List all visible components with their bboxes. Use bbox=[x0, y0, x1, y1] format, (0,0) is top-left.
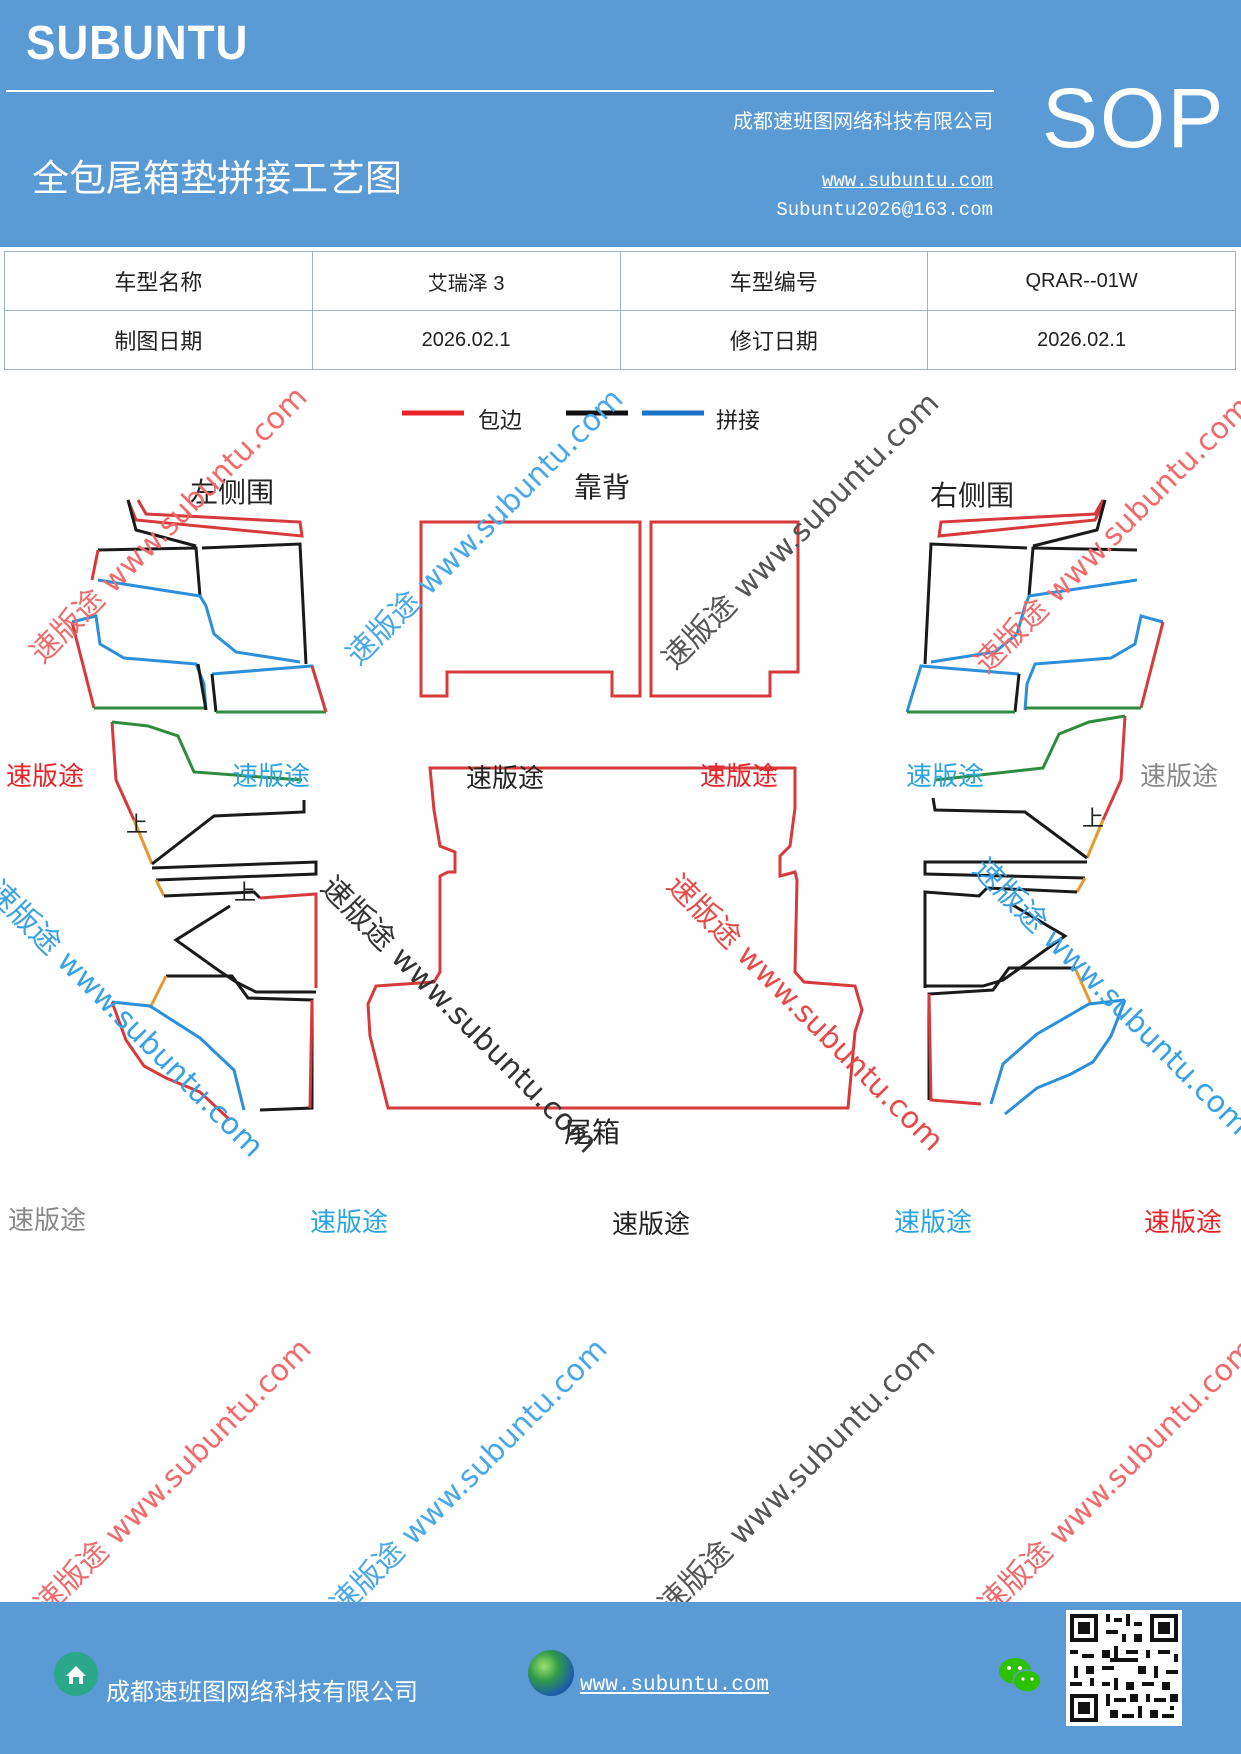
sop-label: SOP bbox=[1042, 71, 1226, 165]
header-banner: SUBUNTU 成都速班图网络科技有限公司 全包尾箱垫拼接工艺图 www.sub… bbox=[0, 0, 1241, 247]
table-cell: 车型名称 bbox=[4, 251, 313, 311]
watermark-text: 速版途 bbox=[310, 1208, 389, 1238]
watermark-text: 速版途 bbox=[906, 762, 985, 792]
header-website-link[interactable]: www.subuntu.com bbox=[821, 170, 993, 192]
left-panel-top bbox=[70, 499, 328, 714]
wechat-icon bbox=[999, 1658, 1042, 1693]
watermark-diagonal: 速版途 www.subuntu.com bbox=[971, 1331, 1241, 1623]
watermark-text: 速版途 bbox=[700, 762, 779, 792]
table-cell: 制图日期 bbox=[4, 310, 313, 370]
left-panel-lower: 上 上 bbox=[110, 720, 318, 1122]
table-cell: 车型编号 bbox=[619, 251, 929, 311]
header-company: 成都速班图网络科技有限公司 bbox=[733, 109, 993, 133]
table-cell: 2026.02.1 bbox=[311, 310, 621, 370]
footer-website-link[interactable]: www.subuntu.com bbox=[580, 1674, 770, 1697]
backrest-piece-left bbox=[419, 520, 642, 698]
legend: 包边 拼接 bbox=[402, 409, 760, 434]
watermark-text: 速版途 bbox=[8, 1206, 87, 1236]
watermark-diagonal: 速版途 www.subuntu.com bbox=[27, 1331, 319, 1623]
legend-label-join: 拼接 bbox=[716, 409, 760, 434]
watermark-text: 速版途 bbox=[612, 1210, 691, 1240]
globe-icon bbox=[528, 1650, 574, 1696]
footer-banner: 成都速班图网络科技有限公司 www.subuntu.com bbox=[0, 1602, 1241, 1754]
trunk-floor-piece bbox=[366, 766, 864, 1110]
page-title: 全包尾箱垫拼接工艺图 bbox=[32, 157, 402, 200]
label-left-panel: 左侧围 bbox=[190, 476, 274, 509]
vehicle-info-table: 车型名称 艾瑞泽 3 车型编号 QRAR--01W 制图日期 2026.02.1… bbox=[4, 251, 1236, 370]
watermark-text: 速版途 bbox=[466, 764, 545, 794]
right-panel-top bbox=[905, 499, 1165, 714]
table-cell: 2026.02.1 bbox=[927, 310, 1236, 370]
footer-company: 成都速班图网络科技有限公司 bbox=[106, 1678, 418, 1706]
brand-logo: SUBUNTU bbox=[26, 17, 249, 70]
table-row: 车型名称 艾瑞泽 3 车型编号 QRAR--01W bbox=[4, 251, 1236, 311]
label-backrest: 靠背 bbox=[574, 471, 630, 504]
backrest-piece-right bbox=[649, 520, 800, 698]
pattern-drawing: 包边 拼接 左侧围 靠背 右侧围 尾箱 bbox=[70, 409, 1165, 1149]
watermark-text: 速版途 bbox=[1140, 762, 1219, 792]
label-right-panel: 右侧围 bbox=[930, 479, 1014, 512]
header-divider bbox=[6, 90, 994, 92]
right-panel-lower bbox=[923, 714, 1127, 1116]
watermark-diagonal: 速版途 www.subuntu.com bbox=[651, 1331, 943, 1623]
table-cell: 艾瑞泽 3 bbox=[311, 251, 621, 311]
watermark-text: 速版途 bbox=[232, 762, 311, 792]
watermark-text: 速版途 bbox=[1144, 1208, 1223, 1238]
table-row: 制图日期 2026.02.1 修订日期 2026.02.1 bbox=[4, 310, 1236, 370]
legend-label-edge: 包边 bbox=[478, 409, 522, 434]
mark-up-left-1: 上 bbox=[126, 813, 148, 838]
watermark-text: 速版途 bbox=[6, 762, 85, 792]
label-trunk: 尾箱 bbox=[564, 1116, 620, 1149]
header-email: Subuntu2026@163.com bbox=[776, 199, 993, 221]
mark-up-right: 上 bbox=[1082, 807, 1104, 832]
watermark-text: 速版途 bbox=[894, 1208, 973, 1238]
home-icon bbox=[54, 1652, 98, 1696]
qr-code[interactable] bbox=[1066, 1610, 1182, 1726]
table-cell: QRAR--01W bbox=[927, 251, 1236, 311]
mark-up-left-2: 上 bbox=[234, 881, 256, 906]
watermark-diagonal: 速版途 www.subuntu.com bbox=[323, 1331, 615, 1623]
